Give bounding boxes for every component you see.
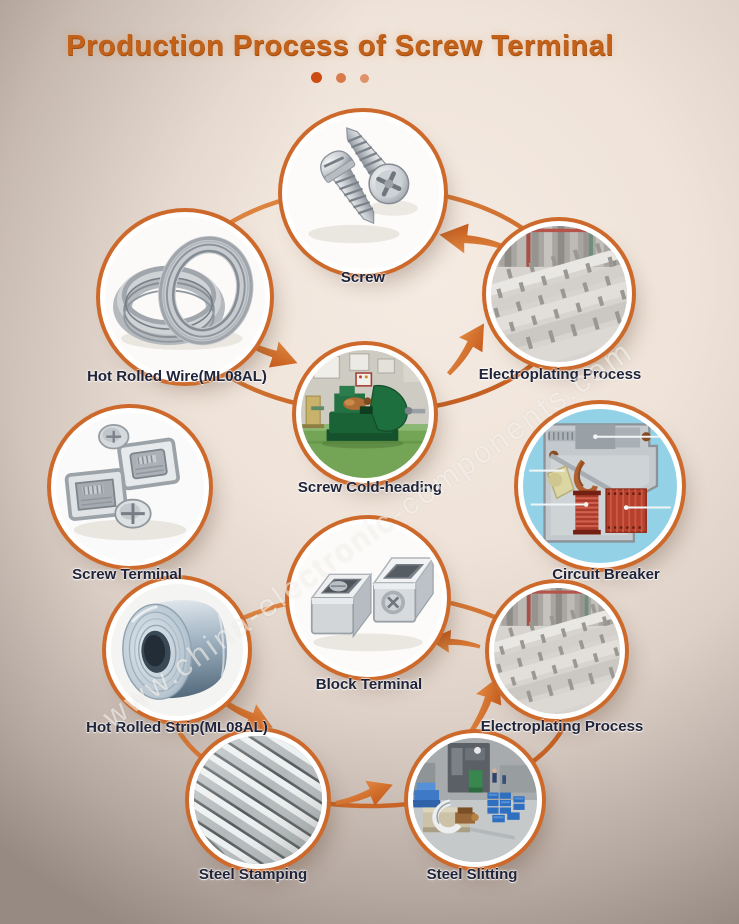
- page-title: Production Process of Screw Terminal: [66, 30, 614, 62]
- header-dot: [310, 72, 322, 83]
- header-dots: [0, 72, 680, 83]
- node-label-screw-cold-heading: Screw Cold-heading: [297, 479, 443, 496]
- hot-rolled-strip-photo: [111, 584, 243, 716]
- block-terminal-illustration: [294, 524, 442, 672]
- node-label-screw-terminal: Screw Terminal: [72, 566, 182, 583]
- node-label-hot-rolled-strip: Hot Rolled Strip(ML08AL): [86, 719, 268, 736]
- header-dot: [336, 73, 346, 83]
- node-label-hot-rolled-wire: Hot Rolled Wire(ML08AL): [87, 368, 267, 385]
- block-terminal-photo: [294, 524, 442, 672]
- steel-slitting-photo: [413, 738, 537, 862]
- node-label-electroplating-2: Electroplating Process: [480, 718, 644, 735]
- arrow-electroplating-to-blockterminal: [427, 623, 482, 664]
- electroplating-2-photo: [494, 588, 620, 714]
- electroplating-1-photo: [491, 226, 627, 362]
- node-label-screw: Screw: [340, 269, 386, 286]
- hot-rolled-wire-photo: [105, 217, 265, 377]
- node-label-circuit-breaker: Circuit Breaker: [552, 566, 660, 583]
- wire-coil-illustration: [105, 217, 265, 377]
- arrow-electroplating-to-screw: [436, 214, 508, 269]
- node-label-steel-stamping: Steel Stamping: [198, 866, 308, 883]
- steel-coil-illustration: [111, 584, 243, 716]
- electroplating-line-illustration: [494, 588, 620, 714]
- header-dot: [360, 74, 370, 83]
- cold-heading-machine-illustration: [301, 350, 429, 478]
- slitting-factory-illustration: [413, 738, 537, 862]
- screw-terminal-illustration: [56, 413, 204, 561]
- electroplating-line-illustration: [491, 226, 627, 362]
- steel-strips-illustration: [194, 736, 322, 864]
- header: Production Process of Screw Terminal: [0, 30, 680, 83]
- screw-illustration: [287, 117, 439, 269]
- node-label-block-terminal: Block Terminal: [315, 676, 423, 693]
- circuit-breaker-photo: [523, 409, 677, 563]
- node-label-electroplating-1: Electroplating Process: [478, 366, 642, 383]
- screw-photo: [287, 117, 439, 269]
- circuit-breaker-illustration: [523, 409, 677, 563]
- steel-stamping-photo: [194, 736, 322, 864]
- screw-terminal-photo: [56, 413, 204, 561]
- node-label-steel-slitting: Steel Slitting: [426, 866, 518, 883]
- screw-cold-heading-photo: [301, 350, 429, 478]
